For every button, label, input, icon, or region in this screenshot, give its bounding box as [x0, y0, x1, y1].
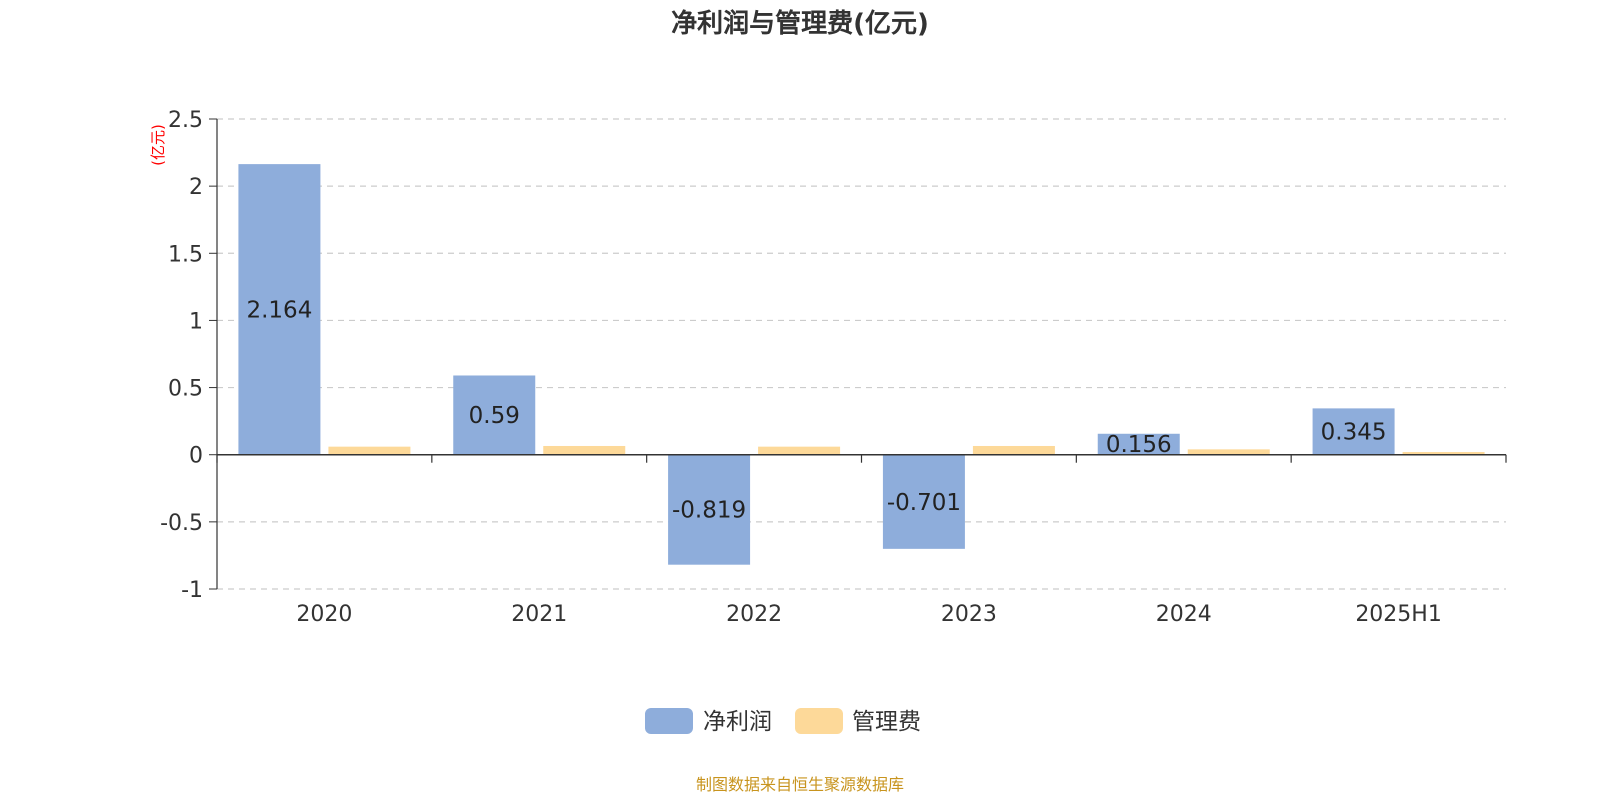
x-tick-label: 2023	[941, 602, 997, 627]
x-tick-label: 2022	[726, 602, 782, 627]
data-label: 0.156	[1106, 432, 1172, 458]
data-label: 0.59	[469, 403, 520, 429]
y-tick-label: 2.5	[168, 108, 203, 133]
grid-layer	[217, 118, 1506, 590]
y-axis-unit-label: (亿元)	[149, 124, 167, 166]
y-tick-label: 0	[189, 444, 203, 469]
bar-净利润-2020	[238, 164, 321, 455]
bar-净利润-2025H1	[1312, 408, 1395, 455]
bar-管理费-2025H1	[1402, 452, 1485, 455]
legend-swatch-管理费	[795, 708, 843, 734]
data-label: 0.345	[1321, 420, 1387, 446]
y-tick-label: -1	[181, 578, 203, 603]
data-label: 2.164	[246, 297, 312, 323]
bar-管理费-2024	[1187, 449, 1270, 455]
bar-净利润-2023	[882, 454, 965, 549]
legend-label: 管理费	[852, 709, 921, 735]
bar-净利润-2024	[1097, 433, 1180, 455]
legend-label: 净利润	[703, 709, 772, 735]
y-tick-label: 1	[189, 309, 203, 334]
y-tick-label: -0.5	[160, 511, 203, 536]
data-labels-layer: 2.164 0.59 -0.819 -0.701 0.156 0.345	[246, 297, 1386, 523]
y-tick-label: 0.5	[168, 377, 203, 402]
y-tick-label: 1.5	[168, 242, 203, 267]
legend: 净利润 管理费	[645, 708, 921, 735]
source-note: 制图数据来自恒生聚源数据库	[696, 775, 904, 794]
y-tick-label: 2	[189, 175, 203, 200]
x-tick-label: 2024	[1156, 602, 1212, 627]
bars-layer	[238, 164, 1485, 565]
data-label: -0.819	[672, 498, 746, 524]
bar-净利润-2022	[668, 454, 751, 565]
bar-净利润-2021	[453, 375, 536, 455]
bar-管理费-2023	[972, 445, 1055, 455]
legend-swatch-净利润	[645, 708, 693, 734]
x-tick-label: 2025H1	[1355, 602, 1442, 627]
data-label: -0.701	[887, 490, 961, 516]
bar-管理费-2020	[328, 446, 411, 455]
bar-管理费-2021	[543, 445, 626, 455]
axes-layer: -1 -0.5 0 0.5 1 1.5 2 2.5 2020 2021 2022 2023 2024 20…	[160, 108, 1507, 627]
bar-管理费-2022	[758, 446, 841, 455]
chart-title: 净利润与管理费(亿元)	[671, 8, 929, 39]
x-tick-label: 2021	[511, 602, 567, 627]
x-tick-label: 2020	[296, 602, 352, 627]
